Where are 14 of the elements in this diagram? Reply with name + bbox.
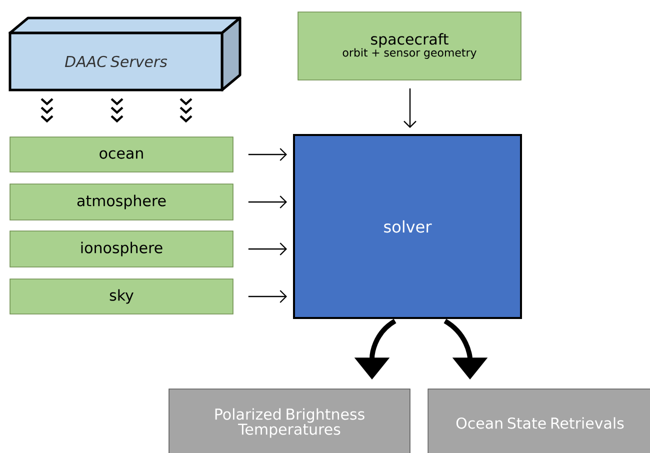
arrow <box>248 242 287 256</box>
input-box: ionosphere <box>10 230 234 268</box>
output-box: Ocean State Retrievals <box>428 388 650 453</box>
input-box: sky <box>10 278 234 314</box>
server-box: DAAC Servers <box>8 16 242 92</box>
output-box: Polarized Brightness Temperatures <box>168 388 410 453</box>
input-box: ocean <box>10 136 234 172</box>
arrow <box>248 290 287 303</box>
input-box: spacecraft orbit + sensor geometry <box>298 12 522 80</box>
arrow <box>404 88 416 128</box>
solver-box: solver <box>293 134 522 319</box>
arrow <box>248 196 287 208</box>
input-box: atmosphere <box>10 184 234 220</box>
arrow <box>248 148 287 161</box>
